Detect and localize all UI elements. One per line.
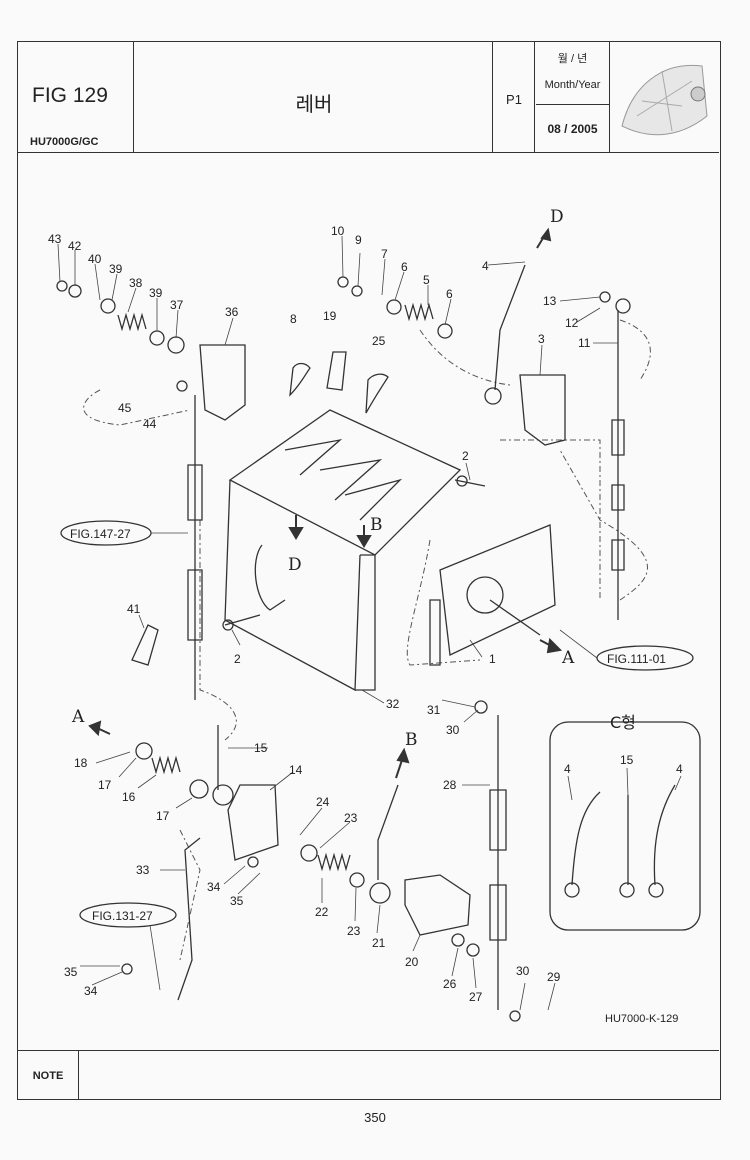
- detail-c-frame: [549, 721, 701, 931]
- svg-text:18: 18: [74, 756, 88, 770]
- date-label-en: Month/Year: [544, 79, 601, 91]
- svg-text:4: 4: [676, 762, 683, 776]
- machine-thumbnail: [621, 64, 708, 136]
- svg-text:34: 34: [207, 880, 221, 894]
- svg-text:41: 41: [127, 602, 141, 616]
- svg-text:5: 5: [423, 273, 430, 287]
- svg-text:31: 31: [427, 703, 441, 717]
- svg-text:26: 26: [443, 977, 457, 991]
- arrow-label-d: D: [550, 207, 564, 227]
- svg-text:8: 8: [290, 312, 297, 326]
- svg-text:45: 45: [118, 401, 132, 415]
- svg-text:44: 44: [143, 417, 157, 431]
- page-number: 350: [364, 1110, 386, 1125]
- svg-text:7: 7: [381, 247, 388, 261]
- svg-text:40: 40: [88, 252, 102, 266]
- svg-text:42: 42: [68, 239, 82, 253]
- svg-text:17: 17: [156, 809, 170, 823]
- svg-text:28: 28: [443, 778, 457, 792]
- svg-text:15: 15: [620, 753, 634, 767]
- parts-sheet: FIG 129 HU7000G/GC 레버 P1 월 / 년 Month/Yea…: [17, 41, 721, 1100]
- svg-text:23: 23: [347, 924, 361, 938]
- arrow-label-a: A: [561, 648, 575, 668]
- svg-text:22: 22: [315, 905, 329, 919]
- arrow-label-b: B: [405, 730, 418, 750]
- svg-text:3: 3: [538, 332, 545, 346]
- svg-text:2: 2: [462, 449, 469, 463]
- arrow-label-a: A: [71, 707, 85, 727]
- svg-text:43: 43: [48, 232, 62, 246]
- svg-text:24: 24: [316, 795, 330, 809]
- svg-text:4: 4: [482, 259, 489, 273]
- page-title: 레버: [295, 94, 333, 116]
- svg-text:33: 33: [136, 863, 150, 877]
- svg-text:32: 32: [386, 697, 400, 711]
- svg-text:35: 35: [64, 965, 78, 979]
- svg-text:15: 15: [254, 741, 268, 755]
- svg-text:30: 30: [446, 723, 460, 737]
- date-label-ko: 월 / 년: [557, 53, 588, 65]
- svg-text:29: 29: [547, 970, 561, 984]
- svg-text:1: 1: [489, 652, 496, 666]
- date-value: 08 / 2005: [547, 122, 598, 136]
- svg-text:11: 11: [578, 336, 591, 350]
- svg-text:17: 17: [98, 778, 112, 792]
- svg-text:13: 13: [543, 294, 557, 308]
- detail-c-title: C형: [610, 713, 636, 732]
- svg-text:6: 6: [401, 260, 408, 274]
- note-row: NOTE: [18, 1050, 719, 1100]
- fig-number: FIG 129: [32, 84, 108, 107]
- svg-text:21: 21: [372, 936, 386, 950]
- arrow-label-b: B: [370, 515, 383, 535]
- svg-text:20: 20: [405, 955, 419, 969]
- svg-text:25: 25: [372, 334, 386, 348]
- svg-text:34: 34: [84, 984, 98, 998]
- svg-text:10: 10: [331, 224, 345, 238]
- svg-text:19: 19: [323, 309, 337, 323]
- fig-ref-131: FIG.131-27: [92, 909, 153, 923]
- svg-text:39: 39: [149, 286, 163, 300]
- svg-text:36: 36: [225, 305, 239, 319]
- model-number: HU7000G/GC: [30, 136, 99, 148]
- svg-text:30: 30: [516, 964, 530, 978]
- svg-text:4: 4: [564, 762, 571, 776]
- svg-text:35: 35: [230, 894, 244, 908]
- svg-text:38: 38: [129, 276, 143, 290]
- svg-text:9: 9: [355, 233, 362, 247]
- svg-text:39: 39: [109, 262, 123, 276]
- svg-text:6: 6: [446, 287, 453, 301]
- svg-text:14: 14: [289, 763, 303, 777]
- fig-ref-111: FIG.111-01: [607, 652, 666, 666]
- fig-ref-bubble: [79, 902, 177, 928]
- svg-text:2: 2: [234, 652, 241, 666]
- note-label: NOTE: [18, 1051, 79, 1100]
- header-block: FIG 129 HU7000G/GC 레버 P1 월 / 년 Month/Yea…: [18, 42, 719, 153]
- svg-text:16: 16: [122, 790, 136, 804]
- fig-ref-147: FIG.147-27: [70, 527, 131, 541]
- drawing-code: HU7000-K-129: [605, 1013, 678, 1025]
- svg-text:37: 37: [170, 298, 184, 312]
- page-id: P1: [506, 92, 522, 107]
- arrow-label-d: D: [288, 555, 302, 575]
- svg-text:23: 23: [344, 811, 358, 825]
- svg-text:27: 27: [469, 990, 483, 1004]
- svg-text:12: 12: [565, 316, 579, 330]
